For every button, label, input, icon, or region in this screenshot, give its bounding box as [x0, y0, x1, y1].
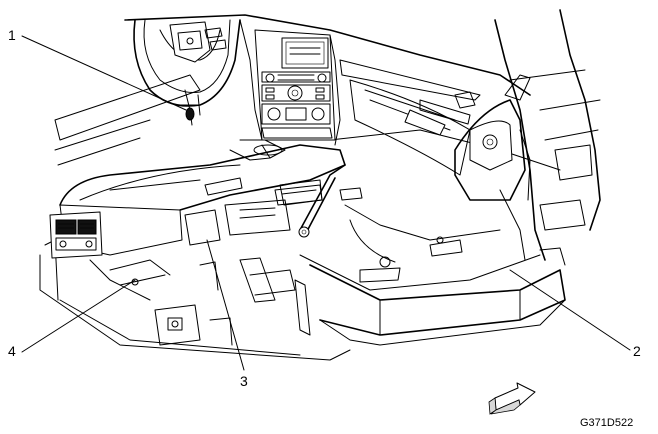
- callout-leaders: [21, 35, 631, 371]
- center-console: [59, 139, 346, 256]
- figure-code: G371D522: [580, 417, 633, 429]
- console-bracket-and-harness: [184, 164, 363, 246]
- instrument-panel: [124, 14, 531, 176]
- door-trim-speaker: [454, 99, 526, 261]
- leader-line-1: [21, 35, 187, 111]
- steering-column: [179, 89, 201, 126]
- leader-line-4: [21, 279, 136, 353]
- callout-labels: 1 2 3 4: [8, 27, 641, 389]
- leader-line-3: [206, 239, 245, 371]
- leader-line-2: [509, 269, 631, 351]
- callout-3: 3: [240, 373, 248, 389]
- callout-1: 1: [8, 27, 16, 43]
- a-pillar-structure: [494, 9, 601, 266]
- lower-brackets: [109, 257, 311, 346]
- callout-2: 2: [633, 343, 641, 359]
- right-floor-and-rocker: [299, 129, 566, 346]
- callout-4: 4: [8, 343, 16, 359]
- rear-console-vents: [49, 211, 103, 259]
- steering-wheel: [133, 19, 241, 107]
- forward-direction-arrow-icon: [488, 382, 536, 415]
- center-stack: [254, 29, 336, 141]
